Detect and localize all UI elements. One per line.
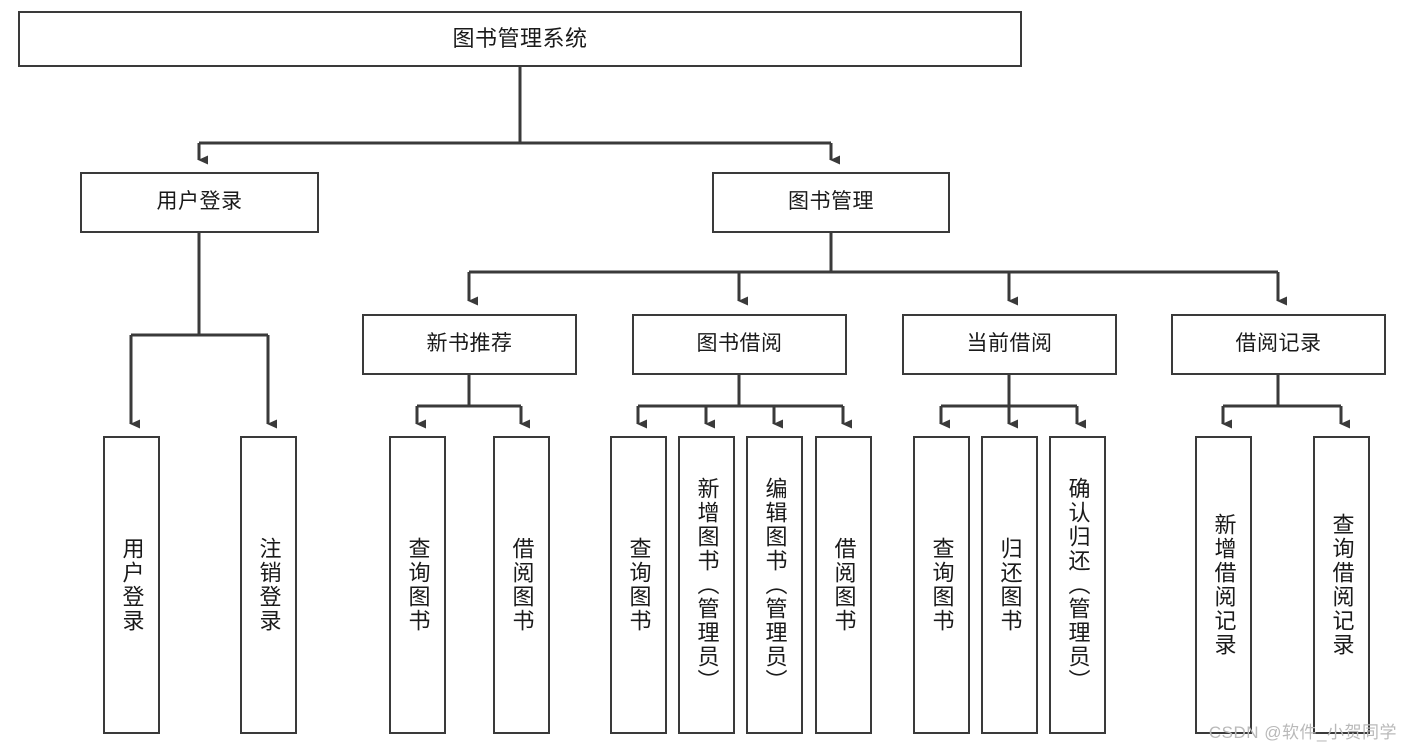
leaf-query-borrow-record[interactable]: 查询借阅记录	[1313, 436, 1370, 734]
node-label: 图书管理系统	[452, 26, 588, 52]
node-user-login[interactable]: 用户登录	[80, 172, 319, 233]
node-label: 用户登录	[156, 190, 243, 214]
node-label: 用户登录	[119, 537, 145, 633]
node-current-borrow[interactable]: 当前借阅	[902, 314, 1117, 375]
leaf-borrow-book-recommend[interactable]: 借阅图书	[493, 436, 550, 734]
node-book-management-system[interactable]: 图书管理系统	[18, 11, 1022, 67]
node-label: 查询图书	[929, 537, 955, 633]
node-label: 借阅图书	[831, 537, 857, 633]
leaf-return-book[interactable]: 归还图书	[981, 436, 1038, 734]
node-label: 查询图书	[405, 537, 431, 633]
watermark: CSDN @软件_小贺同学	[1208, 723, 1397, 742]
node-label: 查询借阅记录	[1329, 513, 1355, 657]
leaf-add-borrow-record[interactable]: 新增借阅记录	[1195, 436, 1252, 734]
leaf-query-book-current[interactable]: 查询图书	[913, 436, 970, 734]
node-book-management[interactable]: 图书管理	[712, 172, 950, 233]
node-borrow-record[interactable]: 借阅记录	[1171, 314, 1386, 375]
leaf-query-book-recommend[interactable]: 查询图书	[389, 436, 446, 734]
leaf-borrow-book[interactable]: 借阅图书	[815, 436, 872, 734]
node-label: 图书借阅	[696, 332, 783, 356]
leaf-logout-login[interactable]: 注销登录	[240, 436, 297, 734]
node-label: 借阅图书	[509, 537, 535, 633]
node-label: 当前借阅	[966, 332, 1053, 356]
node-label: 归还图书	[997, 537, 1023, 633]
node-label: 新书推荐	[426, 332, 513, 356]
leaf-query-book-borrow[interactable]: 查询图书	[610, 436, 667, 734]
node-new-book-recommend[interactable]: 新书推荐	[362, 314, 577, 375]
node-label: 借阅记录	[1235, 332, 1322, 356]
leaf-edit-book-admin[interactable]: 编辑图书（管理员）	[746, 436, 803, 734]
node-label: 确认归还（管理员）	[1065, 477, 1091, 693]
node-label: 注销登录	[256, 537, 282, 633]
leaf-user-login[interactable]: 用户登录	[103, 436, 160, 734]
node-label: 图书管理	[788, 190, 874, 214]
node-book-borrow[interactable]: 图书借阅	[632, 314, 847, 375]
leaf-confirm-return-admin[interactable]: 确认归还（管理员）	[1049, 436, 1106, 734]
leaf-add-book-admin[interactable]: 新增图书（管理员）	[678, 436, 735, 734]
node-label: 编辑图书（管理员）	[762, 477, 788, 693]
node-label: 查询图书	[626, 537, 652, 633]
node-label: 新增借阅记录	[1211, 513, 1237, 657]
node-label: 新增图书（管理员）	[694, 477, 720, 693]
